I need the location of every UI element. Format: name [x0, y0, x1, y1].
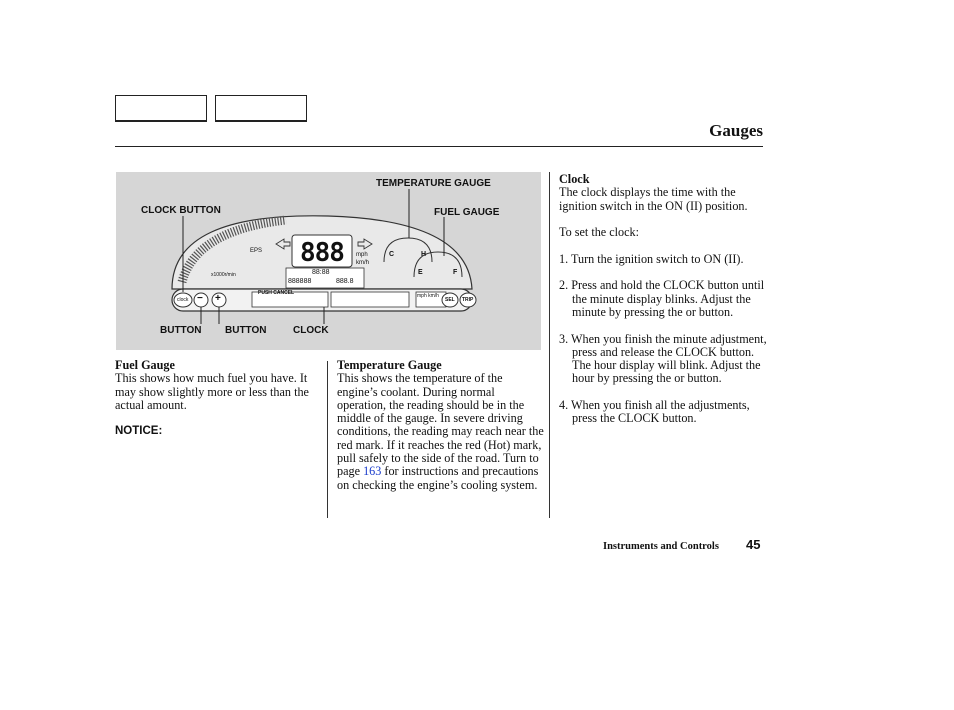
odometer-digits: 888888 [288, 278, 312, 285]
trip-digits: 888.8 [336, 278, 354, 285]
nav-tab-1[interactable] [115, 95, 207, 122]
page-number: 45 [746, 537, 761, 552]
sel-label: SEL [445, 297, 455, 303]
clock-section: Clock The clock displays the time with t… [559, 172, 767, 439]
page-163-link[interactable]: 163 [363, 464, 382, 479]
clock-to-set: To set the clock: [559, 225, 640, 240]
trip-label: TRIP [462, 297, 474, 303]
tachometer-arc [177, 215, 287, 284]
clock-lcd [251, 291, 329, 308]
unit-mph: mph [356, 252, 368, 258]
clock-heading: Clock [559, 172, 590, 186]
temperature-gauge-section: Temperature Gauge This shows the tempera… [337, 358, 545, 492]
temperature-gauge-heading: Temperature Gauge [337, 358, 442, 372]
clock-step-3: 3. When you finish the minute adjustment… [559, 331, 767, 386]
column-divider-2 [549, 172, 550, 518]
clock-intro: The clock displays the time with the ign… [559, 185, 748, 213]
temp-hot-mark: H [421, 251, 427, 258]
label-plus-button: BUTTON [225, 325, 267, 336]
nav-tab-2[interactable] [215, 95, 307, 122]
label-clock: CLOCK [293, 325, 329, 336]
mph-kmh-toggle-label: mph km/h [417, 293, 439, 299]
label-temperature-gauge: TEMPERATURE GAUGE [376, 178, 491, 189]
temperature-body-text: This shows the temperature of the engine… [337, 371, 544, 479]
push-cancel-label: PUSH CANCEL [258, 290, 295, 296]
left-turn-arrow-icon [275, 238, 291, 250]
clock-steps: 1. Turn the ignition switch to ON (II). … [559, 251, 767, 426]
fuel-gauge-section: Fuel Gauge This shows how much fuel you … [115, 358, 323, 438]
plus-icon: + [215, 293, 221, 304]
indicator-strip [330, 291, 410, 308]
temperature-body-text-end: for instructions and precautions on chec… [337, 464, 539, 492]
column-divider-1 [327, 361, 328, 518]
page-title: Gauges [709, 121, 763, 140]
label-fuel-gauge: FUEL GAUGE [434, 207, 500, 218]
temperature-gauge-body: This shows the temperature of the engine… [337, 372, 545, 492]
clock-step-4: 4. When you finish all the adjustments, … [559, 398, 750, 426]
fuel-empty-mark: E [418, 269, 423, 276]
label-clock-button: CLOCK BUTTON [141, 205, 221, 216]
trip-button[interactable] [459, 292, 477, 308]
instrument-panel-figure: 888 mph km/h 88:88 888888 888.8 x1000r/m… [116, 172, 541, 350]
speed-digits: 888 [300, 238, 345, 268]
minus-icon: − [197, 293, 203, 304]
lcd-clock-digits: 88:88 [312, 269, 330, 276]
header-rule [115, 146, 763, 147]
notice-label: NOTICE: [115, 425, 163, 438]
fuel-gauge-body: This shows how much fuel you have. It ma… [115, 371, 309, 412]
lcd-panel [285, 267, 365, 289]
tach-unit: x1000r/min [211, 272, 236, 278]
clock-button-label: clock [177, 297, 189, 303]
temp-cold-mark: C [389, 251, 395, 258]
speed-display-box [291, 234, 353, 268]
fuel-dial [413, 251, 463, 278]
temperature-dial [383, 237, 433, 263]
eps-indicator: EPS [250, 248, 263, 254]
unit-kmh: km/h [356, 260, 370, 266]
clock-button[interactable] [173, 292, 193, 308]
footer-section-title: Instruments and Controls [603, 541, 719, 552]
fuel-full-mark: F [453, 269, 458, 276]
label-minus-button: BUTTON [160, 325, 202, 336]
right-turn-arrow-icon [357, 238, 373, 250]
instrument-cluster-illustration [171, 189, 477, 324]
clock-step-1: 1. Turn the ignition switch to ON (II). [559, 251, 744, 266]
sel-button[interactable] [441, 292, 459, 308]
clock-step-2: 2. Press and hold the CLOCK button until… [559, 278, 765, 319]
fuel-gauge-heading: Fuel Gauge [115, 358, 175, 372]
